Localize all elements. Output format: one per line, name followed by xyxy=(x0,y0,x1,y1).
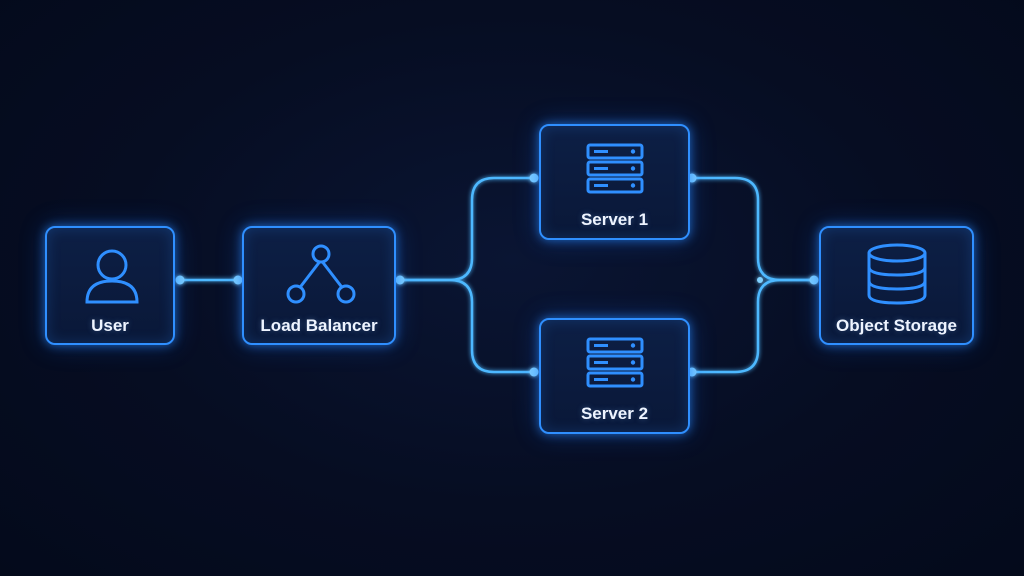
edge-load-balancer-server-2 xyxy=(398,278,536,374)
node-label-object-storage: Object Storage xyxy=(836,316,957,335)
connector-dot xyxy=(757,277,763,283)
node-label-server-2: Server 2 xyxy=(580,404,649,423)
connector-dot xyxy=(529,173,539,183)
node-label-load-balancer: Load Balancer xyxy=(260,316,378,335)
connector-dot xyxy=(175,275,185,285)
connector-dot xyxy=(529,367,539,377)
server-rack-icon xyxy=(586,337,644,388)
connector-dot xyxy=(809,275,819,285)
node-server-1: Server 1 xyxy=(539,124,690,240)
edge-server-2-object-storage xyxy=(690,278,816,374)
node-label-user: User xyxy=(91,316,129,335)
connector-dot xyxy=(233,275,243,285)
node-object-storage: Object Storage xyxy=(819,226,974,345)
node-label-server-1: Server 1 xyxy=(580,210,649,229)
server-rack-icon xyxy=(586,143,644,194)
connector-dot xyxy=(395,275,405,285)
node-user: User xyxy=(45,226,175,345)
edge-server-1-object-storage xyxy=(690,176,816,282)
edge-load-balancer-server-1 xyxy=(398,176,536,282)
node-server-2: Server 2 xyxy=(539,318,690,434)
user-icon xyxy=(85,249,139,304)
load-balancer-icon xyxy=(286,244,356,304)
node-load-balancer: Load Balancer xyxy=(242,226,396,345)
database-icon xyxy=(867,243,927,305)
